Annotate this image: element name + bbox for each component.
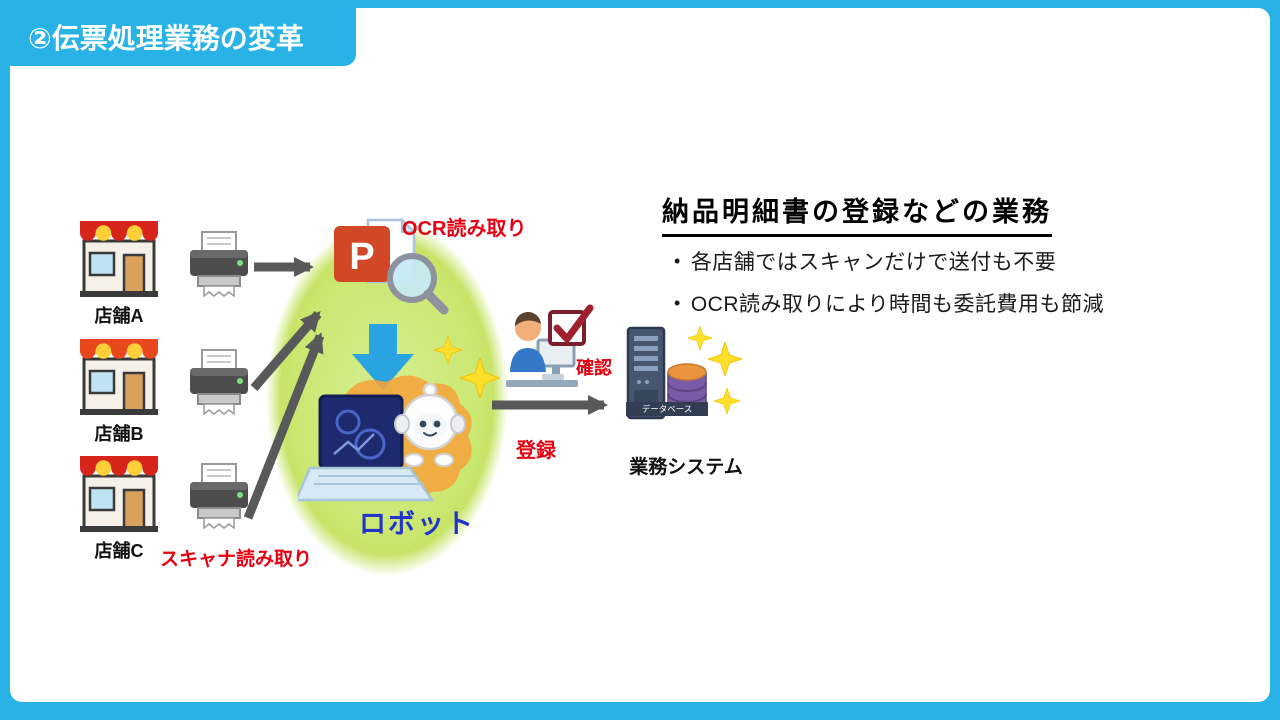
sparkle-icon — [460, 358, 500, 398]
printer-icon — [190, 463, 248, 530]
robot-icon — [298, 375, 472, 502]
ocr-label: OCR読み取り — [402, 218, 527, 240]
sparkle-icon — [434, 336, 462, 364]
printer-icon — [190, 231, 248, 298]
storefront-icon — [80, 456, 158, 532]
checkbox-check-icon — [548, 304, 594, 346]
server-icon — [626, 326, 707, 420]
storefront-icon — [80, 221, 158, 297]
arrow-store-c-to-ocr — [243, 332, 325, 520]
panel-heading: 納品明細書の登録などの業務 — [662, 190, 1052, 237]
sparkle-icon — [714, 388, 740, 414]
document-letter: P — [349, 236, 374, 278]
store-c-label: 店舗C — [94, 541, 144, 561]
storefront-icon — [80, 339, 158, 415]
arrow-store-b-to-ocr — [250, 310, 322, 391]
magnifier-icon — [387, 253, 449, 315]
robot-label: ロボット — [359, 509, 475, 539]
arrow-store-a-to-ocr — [254, 257, 314, 277]
down-arrow-icon — [352, 324, 414, 390]
worker-icon — [506, 311, 578, 387]
arrow-robot-to-system — [492, 395, 608, 415]
bullet-list: 各店舗ではスキャンだけで送付も不要 OCR読み取りにより時間も委託費用も節減 — [674, 246, 1104, 330]
scanner-label: スキャナ読み取り — [160, 549, 313, 570]
bullet-item: 各店舗ではスキャンだけで送付も不要 — [674, 246, 1104, 276]
sparkle-icon — [688, 326, 712, 350]
confirm-label: 確認 — [576, 358, 612, 378]
bullet-item: OCR読み取りにより時間も委託費用も節減 — [674, 288, 1104, 318]
powerpoint-document-icon: P — [334, 217, 449, 315]
sparkle-icon — [708, 342, 742, 376]
store-b-label: 店舗B — [94, 424, 144, 444]
store-a-label: 店舗A — [94, 306, 144, 326]
slide-title: ②伝票処理業務の変革 — [10, 8, 356, 66]
system-label: 業務システム — [629, 457, 743, 478]
register-label: 登録 — [516, 440, 556, 462]
database-label: データベース — [626, 402, 708, 416]
printer-icon — [190, 349, 248, 416]
